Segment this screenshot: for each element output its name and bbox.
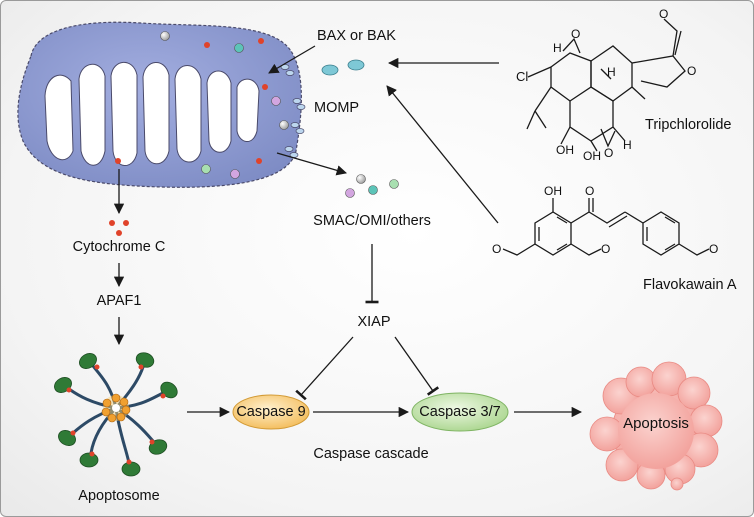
- caspase37-label: Caspase 3/7: [419, 404, 501, 420]
- apoptosome-structure: [54, 352, 178, 477]
- atom-o-flavo-2: O: [601, 242, 611, 256]
- bax-bak-proteins: [321, 59, 365, 76]
- atom-oh-1: OH: [556, 143, 574, 157]
- smac-label: SMAC/OMI/others: [313, 213, 431, 229]
- caspase37-shape: [411, 392, 509, 432]
- atom-h-2: H: [623, 138, 632, 152]
- smac-omi-proteins: [345, 174, 399, 198]
- atom-o-lactone: O: [687, 64, 697, 78]
- atom-o-epoxide-1: O: [571, 27, 581, 41]
- atom-h-3: H: [607, 65, 616, 79]
- cytochrome-c-dots: [109, 220, 129, 236]
- atom-h-1: H: [553, 41, 562, 55]
- atom-o-epoxide-2: O: [604, 146, 614, 160]
- mitochondrion: [17, 21, 306, 188]
- apoptosis-cell: [589, 361, 723, 491]
- caspase9-label: Caspase 9: [236, 404, 306, 420]
- atom-o-flavo-1: O: [492, 242, 502, 256]
- tripchlorolide-label: Tripchlorolide: [645, 117, 732, 133]
- atom-o-flavo-3: O: [709, 242, 719, 256]
- atom-o-carbonyl: O: [659, 7, 669, 21]
- momp-label: MOMP: [314, 100, 360, 116]
- tripchlorolide-structure: [526, 18, 686, 152]
- apaf1-label: APAF1: [96, 293, 142, 309]
- xiap-label: XIAP: [357, 314, 391, 330]
- flavokawain-label: Flavokawain A: [643, 277, 737, 293]
- pathway-arrows: [113, 45, 583, 418]
- atom-oh-flavo: OH: [544, 184, 562, 198]
- caspase9-shape: [232, 394, 310, 430]
- flavokawain-structure: [502, 198, 710, 256]
- apoptosome-label: Apoptosome: [78, 488, 160, 504]
- apoptosis-label: Apoptosis: [623, 415, 689, 432]
- atom-oh-2: OH: [583, 149, 601, 163]
- atom-cl: Cl: [516, 69, 529, 84]
- bax-bak-label: BAX or BAK: [317, 28, 396, 44]
- atom-o-flavo-carbonyl: O: [585, 184, 595, 198]
- cytochrome-c-label: Cytochrome C: [72, 239, 166, 255]
- caspase-cascade-label: Caspase cascade: [313, 446, 429, 462]
